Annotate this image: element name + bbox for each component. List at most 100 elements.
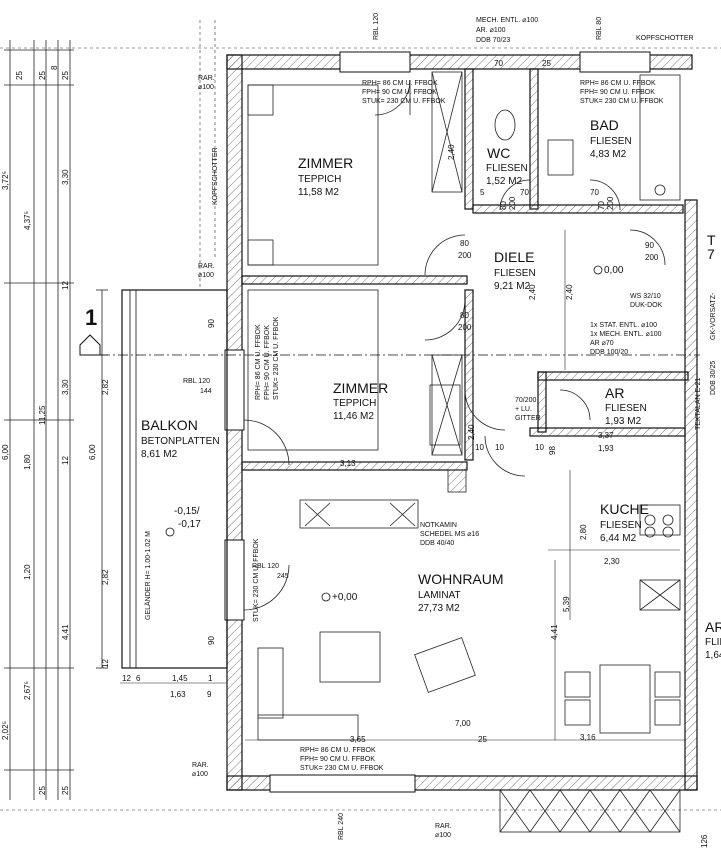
room-name: AR bbox=[705, 619, 721, 635]
dim: 6,00 bbox=[1, 444, 10, 460]
room-floor: FLIE bbox=[705, 637, 721, 648]
left-dimension-lines bbox=[4, 40, 108, 800]
note: RBL 80 bbox=[596, 17, 603, 40]
room-area: 27,73 M2 bbox=[418, 603, 460, 614]
note: + LU. bbox=[515, 406, 532, 413]
top-notes: MECH. ENTL. ⌀100 AR. ⌀100 DDB 70/23 KOPF… bbox=[476, 17, 694, 44]
room-floor: FLIESEN bbox=[486, 163, 528, 174]
note: RBL 240 bbox=[338, 813, 345, 840]
dim: 2,40 bbox=[565, 284, 574, 300]
dim: 2,80 bbox=[579, 524, 588, 540]
door-swings bbox=[243, 79, 666, 611]
dim: 70 bbox=[590, 188, 599, 197]
room-balkon: BALKON BETONPLATTEN 8,61 M2 bbox=[141, 417, 220, 460]
room-name: WC bbox=[487, 145, 510, 161]
dim: 10 bbox=[475, 443, 484, 452]
partial-right-rooms: AR FLIE 1,64 T 7 bbox=[705, 232, 721, 661]
note: RAR. bbox=[198, 75, 215, 82]
note: WS 32/10 bbox=[630, 293, 661, 300]
dim: 1,80 bbox=[23, 454, 32, 470]
note: DDB 70/23 bbox=[476, 37, 510, 44]
room-zimmer-2: ZIMMER TEPPICH 11,46 M2 bbox=[333, 380, 388, 422]
room-floor: FLIESEN bbox=[600, 520, 642, 531]
note: ⌀100 bbox=[198, 84, 214, 91]
note: 1x STAT. ENTL. ⌀100 bbox=[590, 322, 657, 329]
room-kuche: KUCHE FLIESEN 6,44 M2 bbox=[600, 501, 649, 544]
dim: 1,20 bbox=[23, 564, 32, 580]
note: FPH= 90 CM U. FFBOK bbox=[300, 756, 375, 763]
dim: 200 bbox=[458, 323, 472, 332]
note: STUK= 230 CM U. FFBOK bbox=[362, 98, 446, 105]
dim: 11,25 bbox=[38, 405, 47, 425]
room-wc: WC FLIESEN 1,52 M2 bbox=[486, 145, 528, 187]
note: RBL 120 bbox=[183, 378, 210, 385]
dim: 3,30 bbox=[61, 169, 70, 185]
dim: 25 bbox=[542, 59, 551, 68]
note: TEKTALAN E-21 bbox=[695, 378, 702, 430]
note: RPH= 86 CM U. FFBOK bbox=[255, 324, 262, 400]
room-name: BALKON bbox=[141, 417, 198, 433]
dim: 80 bbox=[460, 311, 469, 320]
dim: 70 bbox=[520, 188, 529, 197]
note: KOPFSCHOTTER bbox=[636, 35, 694, 42]
note: AR ⌀70 bbox=[590, 340, 614, 347]
note: FPH= 90 CM U. FFBOK bbox=[580, 89, 655, 96]
level-markers bbox=[165, 265, 603, 602]
note: GITTER bbox=[515, 415, 541, 422]
note: DDB 40/40 bbox=[420, 540, 454, 547]
room-area: 6,44 M2 bbox=[600, 533, 637, 544]
section-number: 1 bbox=[85, 305, 97, 330]
dim: 4,41 bbox=[550, 624, 559, 640]
note: 144 bbox=[200, 388, 212, 395]
room-zimmer-1: ZIMMER TEPPICH 11,58 M2 bbox=[298, 155, 353, 198]
room-area: 11,46 M2 bbox=[333, 411, 374, 422]
dim: 3,65 bbox=[350, 735, 366, 744]
dim: 2,30 bbox=[604, 557, 620, 566]
dim: 5,39 bbox=[562, 596, 571, 612]
dim: 10 bbox=[535, 443, 544, 452]
outer-dimensions: 25 25 8 25 3,72⁵ 4,37⁵ 3,30 3,30 11,25 6… bbox=[1, 65, 216, 795]
note: AR. ⌀100 bbox=[476, 27, 506, 34]
room-area: 1,52 M2 bbox=[486, 176, 523, 187]
vertical-notes: KOPFSCHOTTER GELÄNDER H= 1.00-1.02 M RPH… bbox=[144, 13, 717, 840]
window-notes-bad: RPH= 86 CM U. FFBOK FPH= 90 CM U. FFBOK … bbox=[580, 80, 664, 105]
dim: 200 bbox=[606, 196, 615, 210]
note: RPH= 86 CM U. FFBOK bbox=[300, 747, 376, 754]
room-name: AR bbox=[605, 385, 624, 401]
duct-notes: WS 32/10 DUK-DOK 1x STAT. ENTL. ⌀100 1x … bbox=[590, 293, 663, 356]
room-name: KUCHE bbox=[600, 501, 649, 517]
dim: 6 bbox=[136, 674, 141, 683]
note: 70/200 bbox=[515, 397, 537, 404]
dim: 80 bbox=[499, 201, 508, 210]
dim: 2,82 bbox=[101, 379, 110, 395]
room-floor: TEPPICH bbox=[298, 174, 341, 185]
note: FPH= 90 CM U. FFBOK bbox=[264, 325, 271, 400]
note: KOPFSCHOTTER bbox=[212, 147, 219, 205]
room-wohnraum: WOHNRAUM LAMINAT 27,73 M2 bbox=[418, 571, 504, 614]
room-diele: DIELE FLIESEN 9,21 M2 bbox=[494, 249, 536, 292]
note: DDB 100/20 bbox=[590, 349, 628, 356]
room-floor: FLIESEN bbox=[590, 136, 632, 147]
note: FPH= 90 CM U. FFBOK bbox=[362, 89, 437, 96]
note: RAR. bbox=[192, 762, 209, 769]
dim: 5 bbox=[480, 188, 485, 197]
room-area: 4,83 M2 bbox=[590, 149, 627, 160]
dim: 1,45 bbox=[172, 674, 188, 683]
room-name: T bbox=[707, 232, 716, 248]
note: RPH= 86 CM U. FFBOK bbox=[362, 80, 438, 87]
dim: 6,00 bbox=[88, 444, 97, 460]
dim: 12 bbox=[101, 659, 110, 668]
dim: 2,40 bbox=[467, 424, 476, 440]
dim: 4,41 bbox=[61, 624, 70, 640]
dim: 7,00 bbox=[455, 719, 471, 728]
dim: 2,67⁵ bbox=[23, 681, 32, 700]
dim: 98 bbox=[548, 446, 557, 455]
dim: 1 bbox=[208, 674, 213, 683]
room-floor: LAMINAT bbox=[418, 590, 461, 601]
dim: 25 bbox=[38, 786, 47, 795]
outer-walls bbox=[224, 51, 698, 793]
dim: 200 bbox=[458, 251, 472, 260]
dim: 10 bbox=[495, 443, 504, 452]
